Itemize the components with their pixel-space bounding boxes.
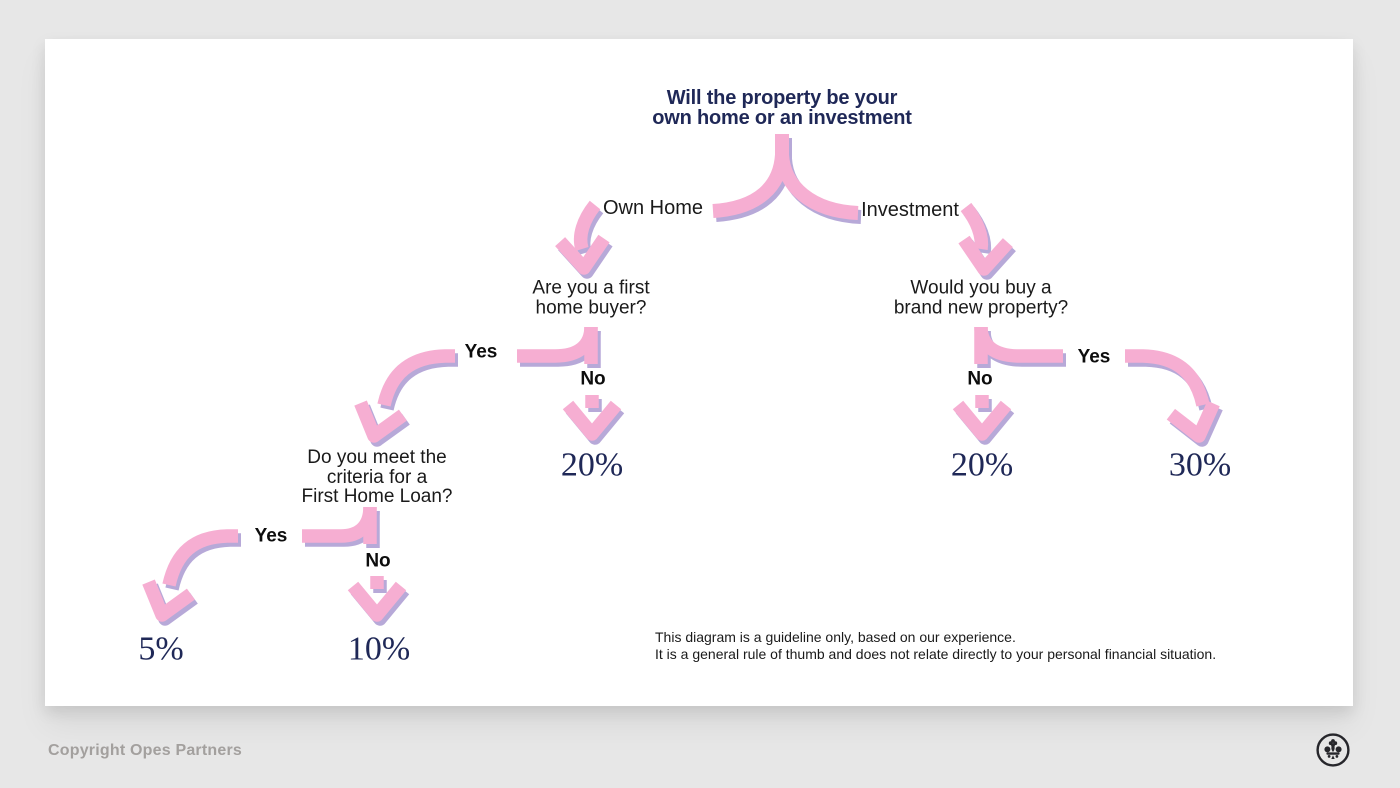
no-label-first-home-buyer: No [580, 368, 606, 390]
opes-partners-logo [1316, 733, 1350, 767]
first-home-loan-yes-arrow [141, 536, 241, 625]
diagram-card: Will the property be your own home or an… [45, 39, 1353, 706]
copyright-text: Copyright Opes Partners [48, 742, 242, 759]
no-label-first-home-loan: No [365, 550, 391, 572]
yes-label-first-home-buyer: Yes [464, 341, 498, 363]
result-first-home-loan-no: 10% [347, 630, 411, 668]
question-first-home-loan: Do you meet the criteria for a First Hom… [301, 446, 453, 507]
branch-label-investment: Investment [861, 198, 959, 221]
diagram-title: Will the property be your own home or an… [652, 87, 912, 129]
decision-tree: Will the property be your own home or an… [45, 39, 1353, 706]
result-first-home-loan-yes: 5% [138, 630, 184, 668]
yes-label-first-home-loan: Yes [254, 525, 288, 547]
first-home-buyer-no-arrow [568, 395, 619, 438]
question-first-home-buyer: Are you a first home buyer? [532, 277, 650, 318]
first-home-loan-junction [302, 507, 373, 548]
result-investment-existing: 20% [950, 446, 1014, 484]
result-investment-brand-new: 30% [1168, 446, 1232, 484]
branch-label-own-home: Own Home [602, 196, 704, 219]
brand-new-no-arrow [958, 395, 1009, 438]
own-home-down-arrow [560, 205, 609, 274]
brand-new-yes-arrow [1125, 356, 1223, 445]
result-own-home-not-first-buyer: 20% [560, 446, 624, 484]
no-label-brand-new: No [967, 368, 993, 390]
root-split-arrow [713, 134, 861, 217]
brand-new-junction [981, 327, 1066, 368]
disclaimer-text: This diagram is a guideline only, based … [655, 629, 1217, 662]
investment-down-arrow [962, 207, 1011, 275]
first-home-buyer-junction [517, 327, 594, 368]
flow-arrows-graphic [45, 39, 1353, 706]
first-home-buyer-yes-arrow [353, 356, 458, 446]
yes-label-brand-new: Yes [1077, 346, 1111, 368]
question-brand-new-property: Would you buy a brand new property? [893, 277, 1069, 318]
first-home-loan-no-arrow [353, 576, 404, 619]
